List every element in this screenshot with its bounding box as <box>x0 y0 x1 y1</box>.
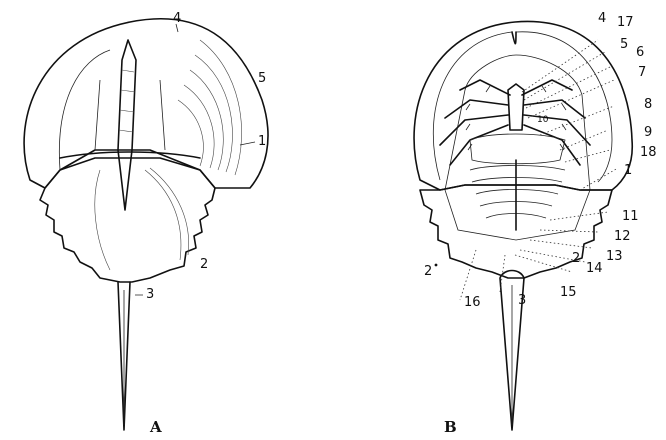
figure-b-mouth-region <box>508 84 524 130</box>
figure-b-label-1: 1 <box>624 163 632 178</box>
figure-a-label-2: 2 <box>200 257 208 272</box>
figure-b-label-8: 8 <box>644 97 652 112</box>
figure-b-label-17: 17 <box>617 15 634 30</box>
figure-b-label-11: 11 <box>622 209 639 224</box>
figure-b-label-18: 18 <box>640 145 657 160</box>
figure-b-label-13: 13 <box>606 249 623 264</box>
figure-b-drawing <box>414 21 632 430</box>
figure-b-caption: B <box>444 418 457 436</box>
figure-b-label-14: 14 <box>586 261 603 276</box>
figure-a-abdomen <box>40 158 215 282</box>
figure-a-label-5: 5 <box>258 71 266 86</box>
figure-a-drawing <box>24 19 268 430</box>
figure-b-label-2-left: 2 <box>424 264 432 279</box>
figure-b-label-2-right: 2 <box>572 251 580 266</box>
figure-a-label-4: 4 <box>173 11 181 26</box>
figure-b-label-9: 9 <box>644 125 652 140</box>
figure-b-label-5: 5 <box>620 37 628 52</box>
figure-b-appendages <box>440 80 590 165</box>
figure-a-label-3: 3 <box>146 287 154 302</box>
figure-b-marker-dot <box>435 264 438 267</box>
figure-a-caption: A <box>149 418 162 436</box>
figure-b-label-10: 10 <box>537 115 549 125</box>
figure-a-label-1: 1 <box>258 134 266 149</box>
figure-b-operculum <box>470 134 565 164</box>
figure-b-label-4: 4 <box>598 11 606 26</box>
figure-b-label-7: 7 <box>638 65 646 80</box>
figure-b-label-15: 15 <box>560 285 577 300</box>
figure-b-label-3: 3 <box>518 293 526 308</box>
figure-a-median-ridge <box>118 40 136 210</box>
figure-b-label-16: 16 <box>464 295 481 310</box>
figure-b-label-12: 12 <box>614 229 631 244</box>
figure-a-carapace <box>24 19 268 188</box>
figure-b-label-6: 6 <box>636 45 644 60</box>
